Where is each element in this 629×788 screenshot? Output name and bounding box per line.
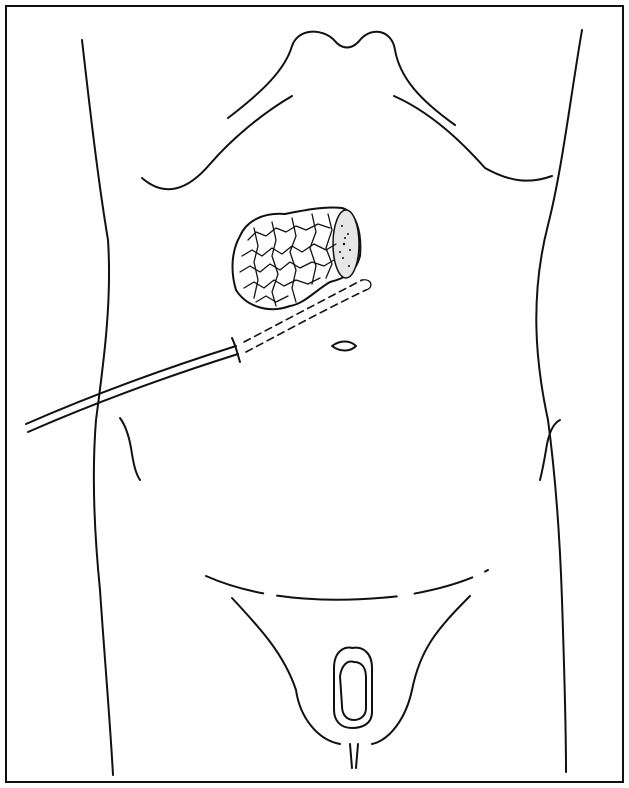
body-outline: [82, 30, 582, 775]
umbilicus: [332, 342, 356, 351]
costal-margin: [142, 96, 552, 189]
graft-cut-end: [333, 210, 359, 278]
groin-lines: [232, 596, 470, 744]
graft-surface-texture: [240, 214, 336, 306]
genitalia: [334, 648, 372, 768]
inguinal-line: [206, 570, 488, 600]
iliac-crest-markers: [120, 418, 560, 480]
drain-entry-ring: [232, 338, 240, 362]
drain-tube: [26, 280, 371, 432]
organ-graft: [233, 207, 361, 309]
